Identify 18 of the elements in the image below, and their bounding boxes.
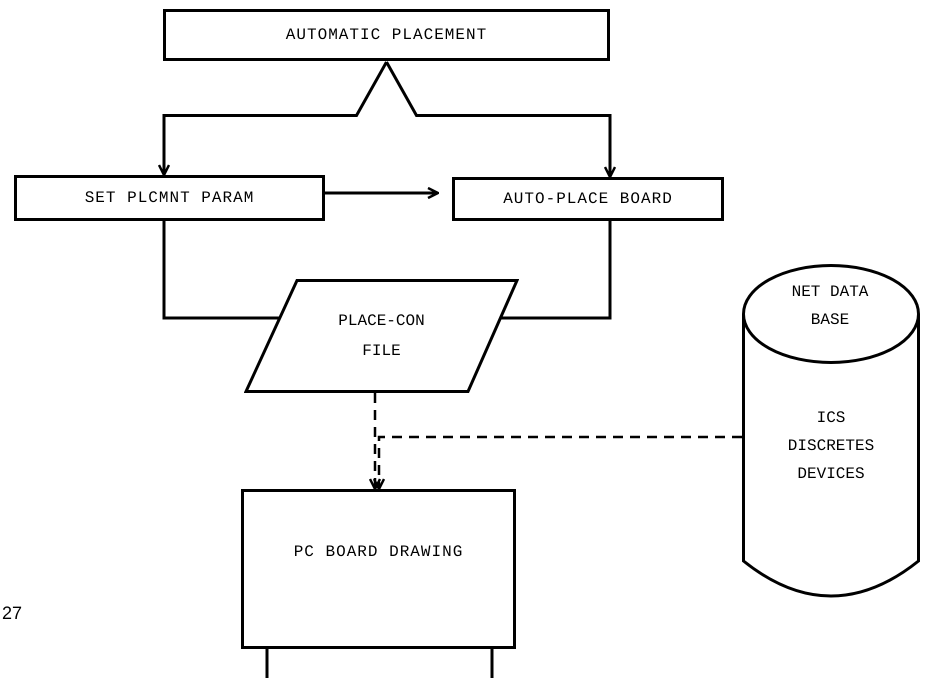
arrow [158, 61, 388, 176]
node-label: AUTOMATIC PLACEMENT [286, 25, 488, 46]
node-label: PLACE-CON FILE [337, 311, 426, 362]
arrow [325, 186, 440, 200]
process-box [241, 489, 516, 649]
node-label: AUTO-PLACE BOARD [503, 189, 673, 210]
cylinder-body: ICS DISCRETES DEVICES [786, 408, 876, 485]
node-label: PC BOARD DRAWING [294, 542, 464, 563]
connector-line [500, 221, 612, 320]
arrow [385, 61, 616, 178]
cylinder-heading: NET DATA BASE [790, 282, 870, 331]
process-box [163, 9, 610, 61]
process-box [452, 177, 724, 221]
node-label: SET PLCMNT PARAM [84, 188, 254, 209]
page-number: 27 [2, 602, 22, 625]
process-box [14, 175, 325, 221]
dashed-arrow [368, 393, 382, 490]
dashed-arrow [372, 436, 742, 490]
